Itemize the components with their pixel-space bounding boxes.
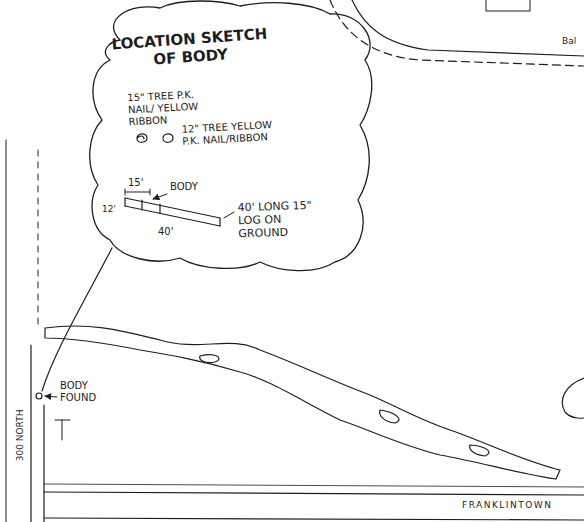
creek-outline xyxy=(45,326,560,479)
dimension-line xyxy=(125,189,150,195)
log-end xyxy=(125,198,220,226)
leader-arrow xyxy=(153,194,167,199)
property-line xyxy=(38,150,39,325)
road-edge xyxy=(6,140,7,522)
sketch-title: LOCATION SKETCH OF BODY xyxy=(109,24,271,71)
road-edge xyxy=(43,405,44,522)
creek-outline xyxy=(562,378,584,418)
road-edge xyxy=(352,0,584,56)
sketch-note: BODY FOUND xyxy=(60,380,106,404)
cloud-outline xyxy=(90,1,372,271)
road-edge xyxy=(44,518,584,520)
sketch-note: Bal xyxy=(562,36,576,47)
tree-symbol xyxy=(163,134,173,142)
body-point xyxy=(36,393,42,399)
road-edge xyxy=(30,345,31,522)
body-mark xyxy=(142,200,160,213)
log-edge xyxy=(125,198,220,218)
dimension-label: BODY xyxy=(170,181,198,193)
creek-island xyxy=(470,445,489,456)
survey-mark xyxy=(55,420,70,440)
leader-line xyxy=(224,212,234,218)
road-edge xyxy=(44,484,584,487)
creek-island xyxy=(200,355,219,363)
sketch-note: 12" TREE YELLOW P.K. NAIL/RIBBON xyxy=(181,118,286,147)
road-name: 300 NORTH xyxy=(15,403,26,467)
road-name: FRANKLINTOWN xyxy=(462,500,552,511)
leader-arrow xyxy=(45,396,57,397)
location-leader xyxy=(42,248,112,391)
road-edge xyxy=(44,492,584,495)
stamp-box xyxy=(486,0,530,11)
creek-island xyxy=(380,410,399,423)
tree-symbol xyxy=(137,134,147,142)
dimension-label: 15' xyxy=(128,177,143,189)
sketch-note: 40' LONG 15" LOG ON GROUND xyxy=(237,199,314,241)
dimension-label: 40' xyxy=(158,226,173,238)
dimension-label: 12' xyxy=(102,204,116,215)
log-edge xyxy=(125,206,220,226)
